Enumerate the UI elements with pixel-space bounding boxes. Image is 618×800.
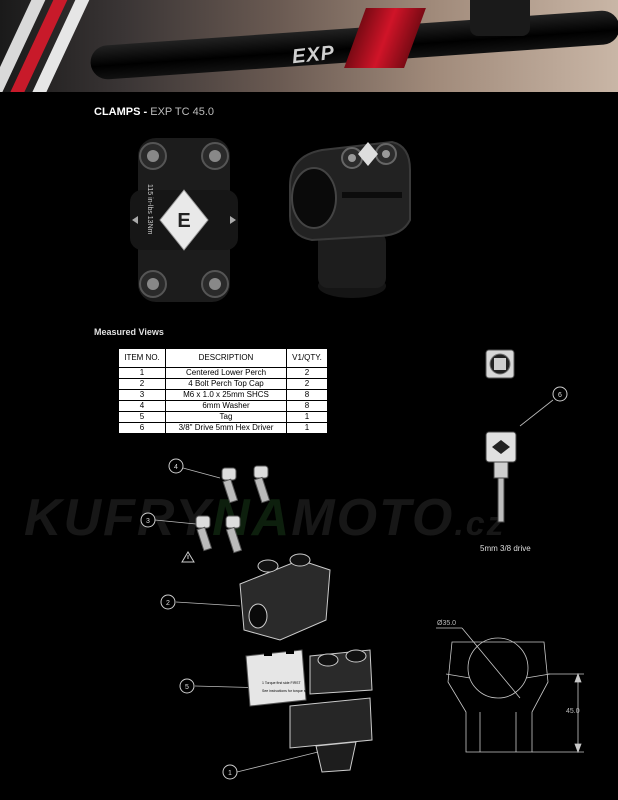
callout-number: 3 [146, 518, 150, 525]
clamp-logo-letter: E [177, 210, 190, 232]
lower-perch-drawing [289, 649, 373, 773]
callout-number: 5 [185, 684, 189, 691]
title-main: CLAMPS - [94, 106, 148, 118]
diameter-dimension: Ø35.0 [437, 620, 457, 627]
callout-number: 1 [228, 770, 232, 777]
section-title: Measured Views [94, 327, 164, 337]
table-cell: 6 [118, 422, 166, 434]
table-cell: 1 [286, 422, 328, 434]
header-banner: EXP [0, 0, 618, 92]
banner-clamp-image [470, 0, 530, 36]
warning-icon [181, 551, 195, 563]
page-title: CLAMPS - EXP TC 45.0 [94, 106, 214, 118]
tag-drawing: 1 Torque first side FIRST See instructio… [245, 646, 313, 707]
leader-line [154, 519, 197, 525]
height-dimension: 45.0 [566, 708, 580, 715]
callout-number: 4 [174, 464, 178, 471]
dimension-drawing [436, 627, 584, 754]
watermark-part: NA [212, 489, 292, 547]
hex-driver-drawing [485, 431, 517, 523]
callout-number: 6 [558, 392, 562, 399]
drive-label: 5mm 3/8 drive [480, 544, 531, 553]
watermark-part: .cz [454, 505, 506, 543]
callout-number: 2 [166, 600, 170, 607]
leader-line [236, 751, 319, 773]
tag-text-line2: See instructions for torque specs [262, 689, 313, 693]
watermark-part: MOTO [291, 489, 455, 547]
driver-top-view [485, 349, 515, 379]
leader-line [175, 601, 241, 607]
bolt-set-upper [221, 465, 271, 504]
watermark-part: KUFRY [24, 489, 213, 547]
clamp-top-view-photo: E 115 in-lbs 13Nm [130, 138, 238, 302]
clamp-perspective-photo [289, 140, 411, 298]
top-cap-drawing [239, 553, 331, 641]
title-subtitle: EXP TC 45.0 [150, 106, 215, 118]
leader-line [182, 467, 221, 479]
torque-spec-text: 115 in-lbs 13Nm [146, 184, 153, 235]
leader-line [519, 399, 554, 427]
tag-text-line1: 1 Torque first side FIRST [262, 681, 302, 685]
watermark: KUFRYNAMOTO.cz [24, 488, 506, 548]
bolt-set-lower [195, 515, 243, 554]
